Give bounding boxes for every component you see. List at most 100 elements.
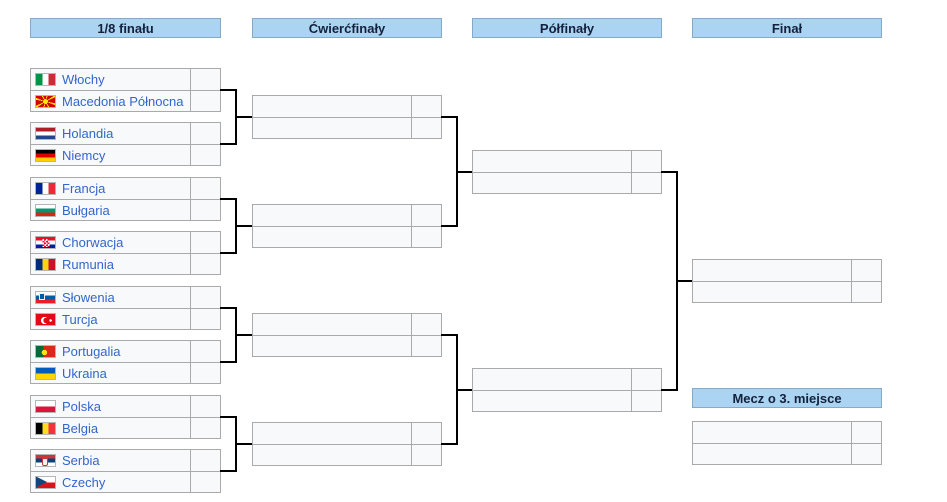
third-place-match <box>692 421 882 465</box>
team-name <box>253 314 411 335</box>
team-name[interactable]: Ukraina <box>31 363 190 383</box>
score-cell <box>190 178 220 199</box>
team-row: Belgia <box>31 417 220 438</box>
flag-bulgaria-icon <box>35 203 56 217</box>
team-name <box>253 227 411 247</box>
team-name <box>693 260 851 281</box>
bracket-connector <box>235 225 252 227</box>
team-name[interactable]: Portugalia <box>31 341 190 362</box>
team-name[interactable]: Turcja <box>31 309 190 329</box>
team-row <box>473 369 661 390</box>
sf-match-1 <box>472 150 662 194</box>
team-name <box>473 391 631 411</box>
team-name[interactable]: Francja <box>31 178 190 199</box>
flag-ukraine-icon <box>35 366 56 380</box>
flag-italy-icon <box>35 73 56 86</box>
score-cell <box>631 391 661 411</box>
flag-czechia-icon <box>35 475 56 489</box>
team-name[interactable]: Włochy <box>31 69 190 90</box>
team-row <box>253 423 441 444</box>
qf-match-3 <box>252 313 442 357</box>
team-name[interactable]: Czechy <box>31 472 190 492</box>
header-final: Finał <box>692 18 882 38</box>
team-name[interactable]: Macedonia Północna <box>31 91 190 111</box>
team-row <box>473 172 661 193</box>
score-cell <box>190 232 220 253</box>
header-round-of-16: 1/8 finału <box>30 18 221 38</box>
team-row <box>693 443 881 464</box>
team-name <box>253 336 411 356</box>
score-cell <box>411 445 441 465</box>
team-name <box>253 445 411 465</box>
score-cell <box>411 314 441 335</box>
team-name[interactable]: Rumunia <box>31 254 190 274</box>
bracket-connector <box>235 443 252 445</box>
team-row: Chorwacja <box>31 232 220 253</box>
team-name[interactable]: Niemcy <box>31 145 190 165</box>
score-cell <box>411 96 441 117</box>
score-cell <box>190 145 220 165</box>
score-cell <box>190 91 220 111</box>
flag-slovenia-icon <box>35 291 56 304</box>
score-cell <box>411 227 441 247</box>
bracket-connector <box>235 116 252 118</box>
team-row: Portugalia <box>31 341 220 362</box>
team-name[interactable]: Belgia <box>31 418 190 438</box>
bracket-connector <box>235 334 252 336</box>
team-name <box>253 423 411 444</box>
score-cell <box>631 151 661 172</box>
flag-france-icon <box>35 182 56 195</box>
bracket-connector <box>220 307 237 309</box>
score-cell <box>190 69 220 90</box>
team-name[interactable]: Bułgaria <box>31 200 190 220</box>
flag-portugal-icon <box>35 345 56 358</box>
team-name[interactable]: Chorwacja <box>31 232 190 253</box>
team-name <box>473 173 631 193</box>
team-name <box>253 118 411 138</box>
team-name[interactable]: Słowenia <box>31 287 190 308</box>
team-row <box>693 281 881 302</box>
flag-romania-icon <box>35 257 56 271</box>
team-name[interactable]: Polska <box>31 396 190 417</box>
score-cell <box>631 369 661 390</box>
flag-croatia-icon <box>35 236 56 249</box>
team-row <box>473 151 661 172</box>
score-cell <box>190 418 220 438</box>
bracket-connector <box>220 416 237 418</box>
score-cell <box>851 444 881 464</box>
score-cell <box>190 363 220 383</box>
bracket-connector <box>220 89 237 91</box>
score-cell <box>411 336 441 356</box>
score-cell <box>190 287 220 308</box>
qf-match-1 <box>252 95 442 139</box>
team-name[interactable]: Holandia <box>31 123 190 144</box>
flag-netherlands-icon <box>35 127 56 140</box>
score-cell <box>190 396 220 417</box>
team-row <box>253 96 441 117</box>
team-row: Bułgaria <box>31 199 220 220</box>
r16-match-1: Włochy Macedonia Północna <box>30 68 221 112</box>
bracket-connector <box>220 470 237 472</box>
bracket-connector <box>676 280 692 282</box>
team-row <box>473 390 661 411</box>
team-row <box>253 205 441 226</box>
bracket-connector <box>220 198 237 200</box>
bracket-connector <box>441 116 458 118</box>
r16-match-6: Portugalia Ukraina <box>30 340 221 384</box>
header-third-place: Mecz o 3. miejsce <box>692 388 882 408</box>
header-quarterfinals: Ćwierćfinały <box>252 18 442 38</box>
flag-poland-icon <box>35 400 56 413</box>
score-cell <box>851 422 881 443</box>
bracket-connector <box>220 143 237 145</box>
flag-north-macedonia-icon <box>35 94 56 108</box>
header-semifinals: Półfinały <box>472 18 662 38</box>
score-cell <box>631 173 661 193</box>
flag-germany-icon <box>35 148 56 162</box>
team-name[interactable]: Serbia <box>31 450 190 471</box>
r16-match-5: Słowenia Turcja <box>30 286 221 330</box>
team-row <box>253 335 441 356</box>
sf-match-2 <box>472 368 662 412</box>
team-row <box>253 226 441 247</box>
score-cell <box>851 260 881 281</box>
team-name <box>473 369 631 390</box>
